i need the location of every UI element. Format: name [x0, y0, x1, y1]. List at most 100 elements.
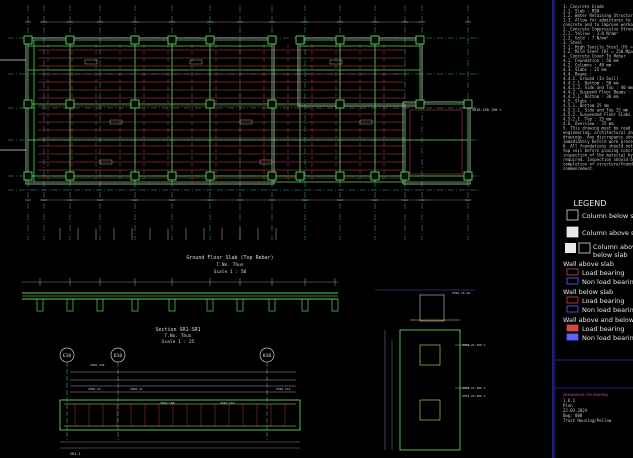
grid-bubble-e10: E10 — [59, 347, 75, 363]
legend-wall-above-below: Wall above and below slab — [563, 316, 633, 324]
column-symbol — [205, 171, 215, 181]
beam-stub — [168, 298, 176, 312]
note-line: required. Inspection should be requested — [563, 157, 633, 162]
column-symbol — [267, 171, 277, 181]
note-line: concrete and to improve workabi — [563, 22, 633, 27]
load-bearing-swatch — [566, 296, 579, 304]
beam-stub — [236, 298, 244, 312]
note-line: 1.2. Water Retaining Structures are — [563, 13, 633, 18]
note-line: 2.1. Yellow : 3.0 N/mm² — [563, 31, 618, 36]
legend-load-bearing: Load bearing — [582, 297, 625, 305]
column-symbol — [335, 99, 345, 109]
note-line: 4.5.2. Suspended Floor Slabs : 25 mm — [563, 112, 633, 117]
grid-bubble-label: B10 — [263, 353, 271, 359]
column-symbol — [370, 35, 380, 45]
annotation-box — [189, 59, 203, 65]
annotation-box — [359, 119, 373, 125]
note-line: 4.3. Slabs : 25 mm — [563, 67, 607, 72]
slab-outline — [402, 101, 471, 185]
column-above-below-symbol — [578, 242, 591, 254]
beam-stub — [36, 298, 44, 312]
note-line: 4.4.2. Suspend Floor Beams : 30 mm — [563, 90, 633, 95]
column-symbol — [335, 171, 345, 181]
plan-dim-note: 2H16-150 150 % — [472, 108, 502, 112]
note-line: 4.5.2.1. Top : 25 mm — [563, 117, 612, 122]
section-sr1[interactable]: Section SR1-SR1 T.No. Thus Scale 1 : 25 — [22, 278, 339, 345]
column-symbol — [130, 171, 140, 181]
column-below-symbol — [566, 209, 579, 221]
note-line: completion of structure/foundation works — [563, 162, 633, 167]
note-line: 3.2. Mild Steel (R) = 250 Mpa — [563, 49, 633, 54]
column-symbol — [335, 35, 345, 45]
bar-label: 3H16-110 — [220, 401, 235, 405]
note-line: 2.2. Gold : 7 N/mm² — [563, 36, 609, 41]
column-symbol — [23, 171, 33, 181]
load-bearing-swatch — [566, 324, 579, 332]
column-elevation — [399, 329, 461, 451]
annotation-box — [109, 119, 123, 125]
bar-label: 3H16-12 — [88, 387, 101, 391]
note-line: 4.4.1.2. Side and Top : 40 mm — [563, 85, 633, 90]
titleblock-line: 22.03.2024 — [563, 408, 588, 413]
section1-title: Section SR1-SR1 — [155, 327, 200, 333]
column-symbol — [463, 99, 473, 109]
note-line: 4.4.2.1. Bottom : 30 mm — [563, 94, 619, 99]
annotation-box — [239, 119, 253, 125]
note-line: 4.5. Slabs : — [563, 99, 592, 104]
opening — [419, 344, 441, 366]
annotation-box — [99, 159, 113, 165]
note-line: 4.2. Columns : 40 mm — [563, 63, 612, 68]
plan-title: Ground Floor Slab (Top Rebar) — [186, 255, 273, 261]
column-symbol — [295, 35, 305, 45]
legend-non-load-bearing: Non load bearing — [582, 278, 633, 286]
note-line: top soil before placing concrete over — [563, 148, 633, 153]
opening — [419, 399, 441, 421]
section-detail-2[interactable]: E10 D10 B10 3H16-130 3H16-12 3H16-11 3H1… — [59, 347, 301, 456]
column-symbol — [267, 35, 277, 45]
column-detail[interactable]: 3H16-75 mm 3H12-21-250 % 3H12-27-300 % 3… — [375, 289, 486, 451]
non-load-bearing-swatch — [566, 277, 579, 285]
opening-outline — [409, 109, 463, 175]
beam-stub — [206, 298, 214, 312]
column-symbol — [130, 35, 140, 45]
column-symbol — [65, 171, 75, 181]
ground-floor-plan[interactable]: Ground Floor Slab (Top Rebar) T.No. Thus… — [0, 5, 502, 275]
legend-col-above-below: below slab — [593, 251, 628, 259]
column-symbol — [65, 35, 75, 45]
note-line: drawings. Any discrepancy should be — [563, 135, 633, 140]
column-symbol — [65, 99, 75, 109]
note-line: 3. Steel — [563, 40, 583, 45]
column-symbol — [167, 171, 177, 181]
annotation-box — [259, 159, 273, 165]
note-line: engineering, architectural and any other — [563, 130, 633, 135]
annotation-box — [84, 59, 98, 65]
legend-col-below: Column below slab — [582, 212, 633, 220]
note-line: 4.4.1.1. Bottom : 50 mm — [563, 81, 619, 86]
beam-stub — [268, 298, 276, 312]
section1-scale: Scale 1 : 25 — [162, 339, 195, 345]
plan-subtitle: T.No. Thus — [216, 262, 243, 268]
titleblock-line: 1.6.2 — [563, 398, 576, 403]
plan-scale: Scale 1 : 50 — [214, 269, 247, 275]
note-line: 4.5.1. Bottom 25 mm — [563, 103, 609, 108]
beam-stub — [331, 298, 339, 312]
note-line: 1.3. Allow for admixtures to ensure — [563, 18, 633, 23]
non-load-bearing-swatch — [566, 305, 579, 313]
grid-bubble-label: D10 — [114, 353, 122, 359]
beam-outline — [59, 399, 301, 431]
legend-title: LEGEND — [574, 199, 607, 208]
column-symbol — [23, 35, 33, 45]
slab-outline — [297, 37, 423, 107]
slab-outline — [25, 37, 275, 185]
note-line: 4.5.1.1. Side and Top 25 mm — [563, 108, 629, 113]
note-line: 1.1. Slab : M30 — [563, 9, 600, 14]
titleblock-line: Plan — [563, 403, 573, 408]
bar-label: 3H16-113 — [276, 387, 291, 391]
column-symbol — [295, 171, 305, 181]
column-section — [419, 294, 445, 322]
column-above-below-symbol — [565, 243, 576, 253]
title-block: ARMANDIUS LTD (RAHMA) 1.6.2 Plan 22.03.2… — [563, 393, 612, 423]
